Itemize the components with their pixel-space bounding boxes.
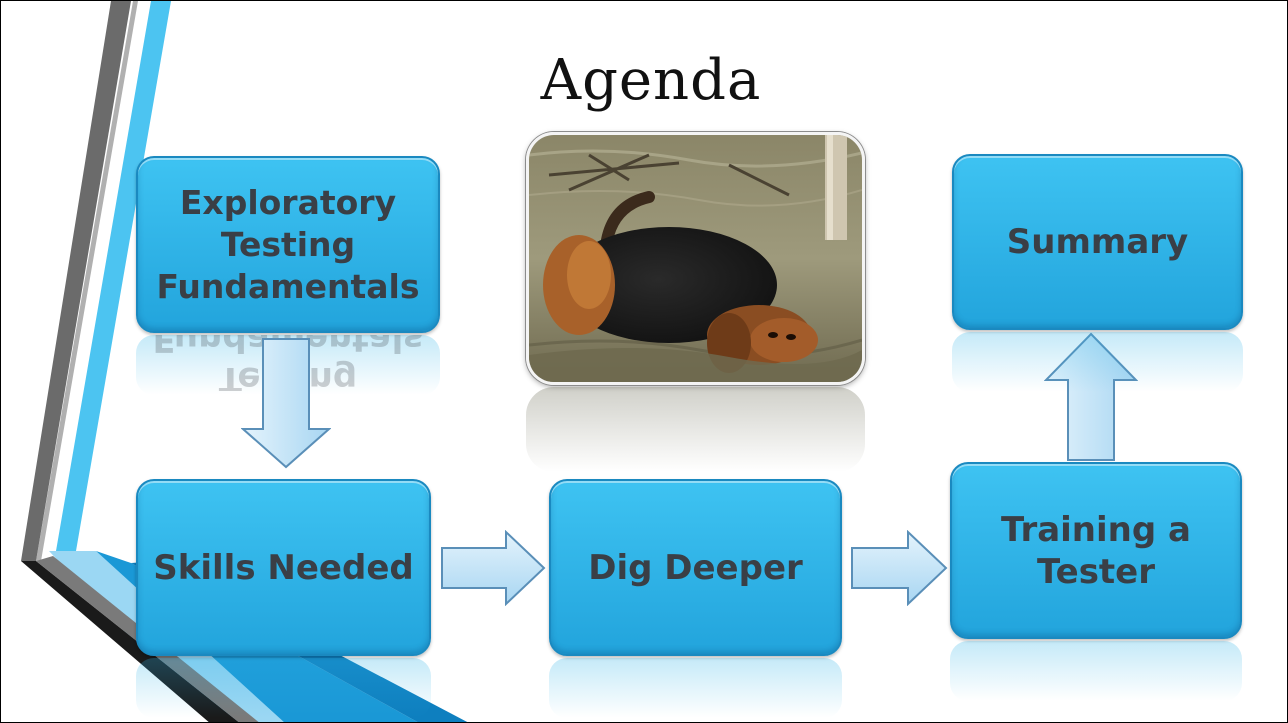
training-a-tester-reflection (950, 641, 1242, 701)
summary-reflection (952, 332, 1243, 392)
bloodhound-photo (526, 132, 865, 385)
dig-deeper-label: Dig Deeper (588, 547, 803, 588)
dig-deeper-reflection (549, 658, 842, 718)
arrow-right-icon (441, 530, 546, 606)
exploratory-testing-label: Exploratory Testing Fundamentals (156, 182, 420, 306)
summary-label: Summary (1006, 222, 1189, 262)
exploratory-testing-box: Exploratory Testing Fundamentals (136, 156, 440, 333)
arrow-up-icon (1044, 332, 1138, 461)
bloodhound-in-water-icon (529, 135, 862, 382)
dig-deeper-box: Dig Deeper (549, 479, 842, 656)
arrow-down-icon (241, 338, 331, 469)
skills-needed-reflection (136, 658, 431, 718)
arrow-right-icon (851, 530, 948, 606)
summary-box: Summary (952, 154, 1243, 330)
training-a-tester-box: Training a Tester (950, 462, 1242, 639)
skills-needed-box: Skills Needed (136, 479, 431, 656)
skills-needed-label: Skills Needed (153, 547, 414, 588)
bloodhound-photo-reflection (526, 387, 865, 472)
training-a-tester-label: Training a Tester (1000, 509, 1191, 592)
slide-title: Agenda (540, 48, 762, 113)
